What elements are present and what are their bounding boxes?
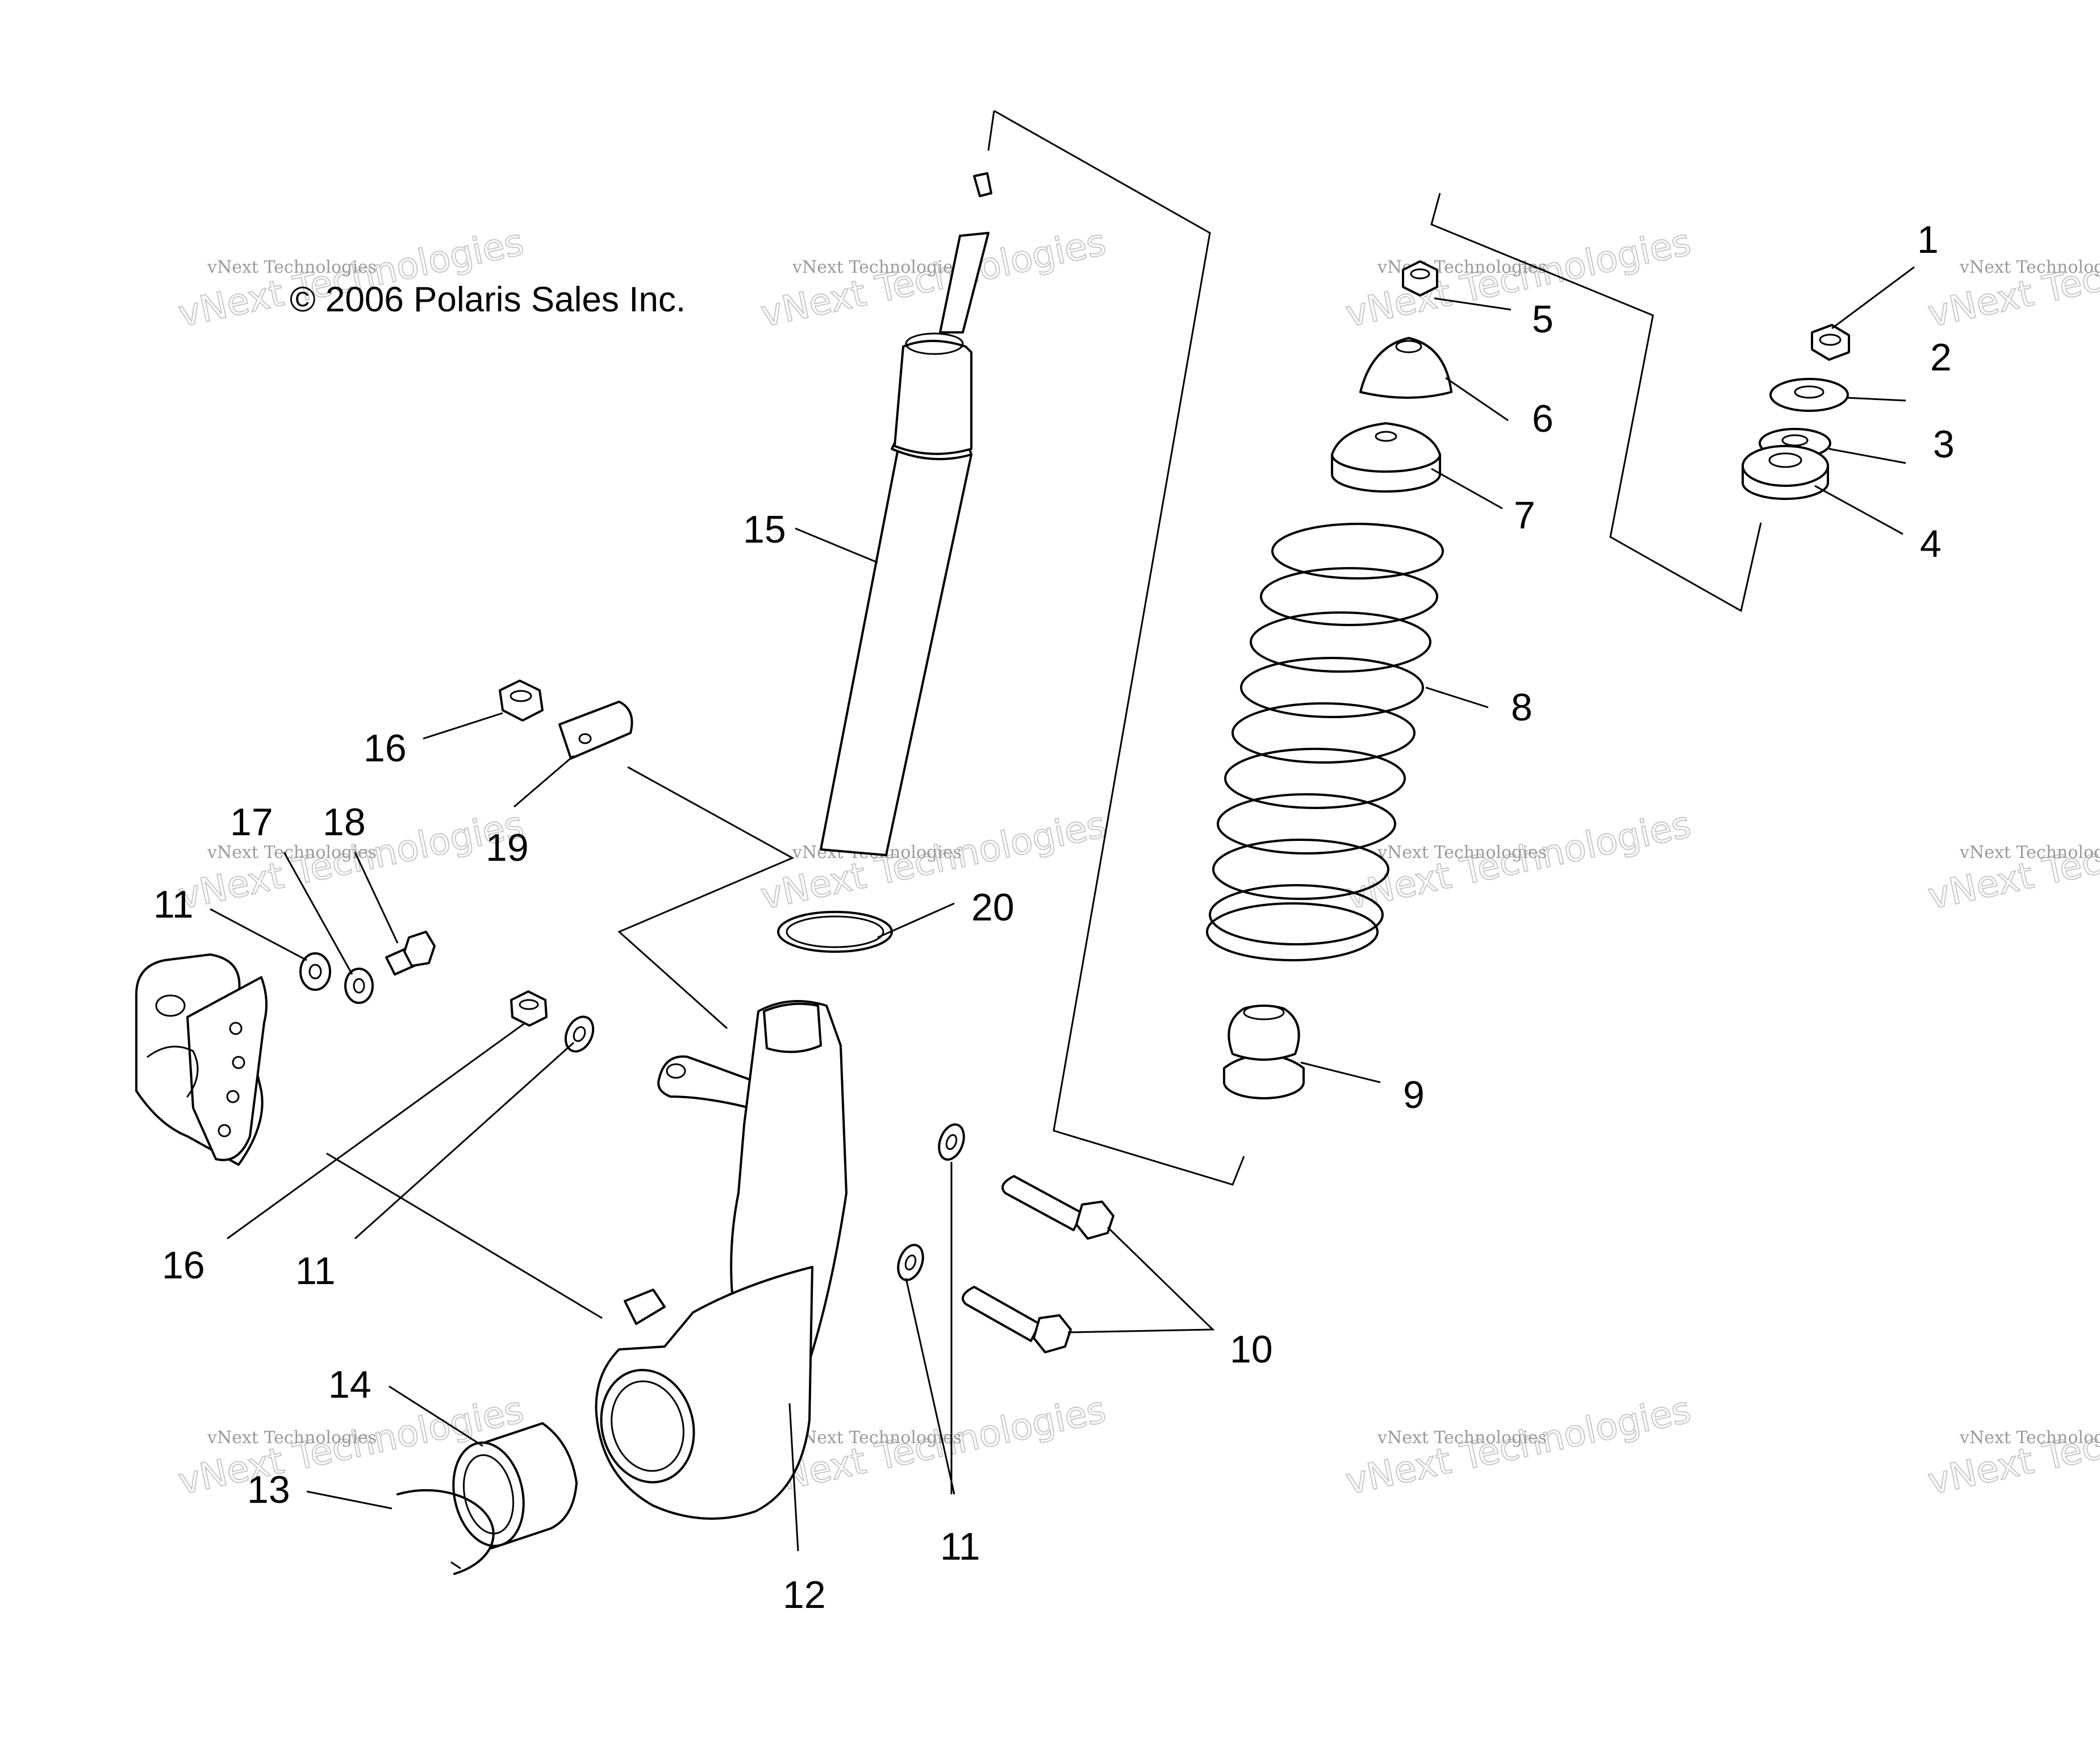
callout-6: 6 <box>1532 397 1554 440</box>
circlip-13 <box>396 1489 495 1575</box>
callouts: 1 2 3 4 5 6 7 8 9 10 11 12 11 16 14 13 1… <box>153 218 1955 1616</box>
svg-text:vNext Technologies: vNext Technologies <box>1924 222 2100 336</box>
coil-spring-8 <box>1206 523 1444 961</box>
callout-4: 4 <box>1920 522 1942 565</box>
callout-3: 3 <box>1933 423 1955 466</box>
svg-text:vNext Technologies: vNext Technologies <box>757 222 1109 336</box>
callout-20: 20 <box>971 886 1014 929</box>
callout-11-middle: 11 <box>295 1249 336 1293</box>
callout-15: 15 <box>743 508 786 551</box>
bolt-10-upper <box>1001 1175 1114 1240</box>
watermark-8: vNext Technologies vNext Technologies <box>1924 803 2100 919</box>
callout-11-left: 11 <box>153 883 194 926</box>
retainer-7 <box>1331 422 1441 493</box>
clip-19 <box>558 701 633 760</box>
callout-13: 13 <box>247 1468 290 1511</box>
callout-2: 2 <box>1930 336 1952 379</box>
svg-text:vNext Technologies: vNext Technologies <box>1959 1428 2100 1448</box>
washer-11-left <box>299 952 331 991</box>
svg-text:vNext Technologies: vNext Technologies <box>1959 843 2100 862</box>
svg-text:vNext Technologies: vNext Technologies <box>1959 257 2100 277</box>
watermark-12: vNext Technologies vNext Technologies <box>1924 1389 2100 1504</box>
bolt-18 <box>385 931 436 976</box>
watermark-6: vNext Technologies vNext Technologies <box>757 803 1110 919</box>
leader-lines <box>210 266 1915 1552</box>
o-ring-20 <box>777 911 893 953</box>
nut-5 <box>1402 260 1438 297</box>
strut-15 <box>820 172 992 856</box>
svg-text:vNext Technologies: vNext Technologies <box>1377 843 1547 862</box>
callout-18: 18 <box>323 801 366 844</box>
copyright-text: © 2006 Polaris Sales Inc. <box>290 280 686 319</box>
nut-16-upper <box>499 680 544 722</box>
callout-11-bottom: 11 <box>940 1525 980 1568</box>
callout-8: 8 <box>1511 686 1533 729</box>
svg-text:vNext Technologies: vNext Technologies <box>1377 1428 1547 1448</box>
callout-1: 1 <box>1917 218 1939 261</box>
watermarks: vNext Technologies vNext Technologies vN… <box>174 221 2100 1504</box>
washer-2 <box>1769 378 1849 412</box>
brake-caliper <box>135 953 268 1166</box>
bolt-10-lower <box>962 1286 1072 1353</box>
svg-text:vNext Technologies: vNext Technologies <box>792 257 962 277</box>
watermark-2: vNext Technologies vNext Technologies <box>757 221 1110 336</box>
washer-11-right-upper <box>938 1123 965 1161</box>
watermark-4: vNext Technologies vNext Technologies <box>1924 221 2100 336</box>
watermark-11: vNext Technologies vNext Technologies <box>1342 1389 1695 1504</box>
callout-17: 17 <box>230 801 273 844</box>
bearing-14 <box>452 1422 578 1549</box>
watermark-3: vNext Technologies vNext Technologies <box>1342 221 1695 336</box>
cap-6 <box>1359 337 1452 399</box>
nut-16-middle <box>510 990 548 1027</box>
callout-7: 7 <box>1514 494 1535 537</box>
callout-14: 14 <box>328 1363 371 1406</box>
callout-12: 12 <box>783 1573 826 1616</box>
assembly-brackets <box>617 110 1762 1186</box>
washer-11-right-lower <box>897 1244 924 1281</box>
callout-9: 9 <box>1403 1073 1425 1116</box>
callout-16-upper: 16 <box>364 727 407 770</box>
svg-text:vNext Technologies: vNext Technologies <box>207 257 377 277</box>
bushing-4 <box>1742 445 1829 500</box>
washer-17 <box>344 968 374 1004</box>
callout-16-lower: 16 <box>162 1244 205 1287</box>
svg-text:vNext Technologies: vNext Technologies <box>207 1428 377 1448</box>
bump-stop-9 <box>1223 1005 1305 1099</box>
callout-10: 10 <box>1230 1328 1273 1371</box>
nut-1 <box>1811 324 1850 361</box>
callout-5: 5 <box>1532 298 1554 341</box>
svg-text:vNext Technologies: vNext Technologies <box>792 1428 962 1448</box>
svg-text:vNext Technologies: vNext Technologies <box>1342 222 1694 336</box>
knuckle-12 <box>595 1000 847 1520</box>
svg-text:vNext Technologies: vNext Technologies <box>207 843 377 862</box>
callout-19: 19 <box>486 826 529 869</box>
